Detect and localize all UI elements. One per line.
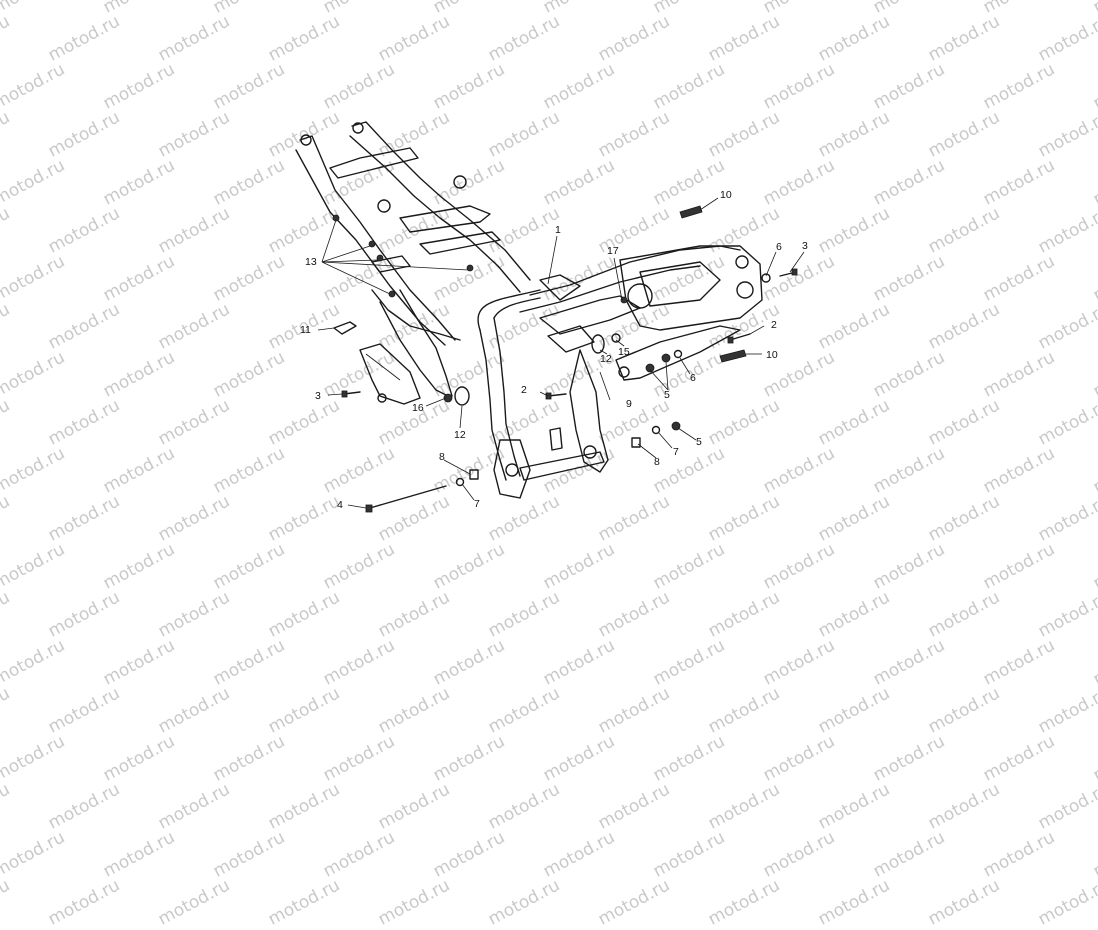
clip-part-13-d (388, 290, 396, 298)
callout-12-left: 12 (454, 429, 466, 441)
watermark-text: motod.ru (265, 875, 344, 930)
loose-parts (332, 205, 798, 513)
bracket-part-11 (333, 321, 357, 335)
clip-part-13-b (368, 240, 376, 248)
washer-part-7-a (651, 425, 661, 435)
spacer-part-8-a (631, 437, 641, 448)
pad-part-10-right (719, 349, 747, 363)
callout-13: 13 (305, 256, 317, 268)
frame-exploded-diagram: 1 2 2 3 3 4 5 5 6 6 7 7 8 8 9 10 10 11 1… (295, 121, 808, 513)
watermark-text: motod.ru (375, 875, 454, 930)
ring-part-12-b (454, 386, 470, 406)
watermark-text: motod.ru (100, 827, 179, 882)
watermark-text: motod.ru (430, 827, 509, 882)
callout-16: 16 (412, 402, 424, 414)
watermark-text: motod.ru (705, 875, 784, 930)
callout-7-right: 7 (673, 446, 679, 458)
watermark-text: motod.ru (540, 827, 619, 882)
watermark-text: motod.ru (1035, 875, 1098, 930)
nut-part-5-b (661, 353, 671, 363)
watermark-text: motod.ru (815, 875, 894, 930)
watermark-text: motod.ru (595, 875, 674, 930)
callout-6-top: 6 (776, 241, 782, 253)
watermark-text: motod.ru (210, 827, 289, 882)
callout-5-center: 5 (664, 389, 670, 401)
watermark-text: motod.ru (0, 827, 69, 882)
washer-part-7-b (455, 477, 465, 487)
watermark-text: motod.ru (1090, 827, 1098, 882)
callout-10-top: 10 (720, 189, 732, 201)
watermark-text: motod.ru (925, 875, 1004, 930)
callout-1: 1 (555, 224, 561, 236)
watermark-text: motod.ru (45, 875, 124, 930)
callout-17: 17 (607, 245, 619, 257)
callout-11: 11 (300, 324, 311, 336)
callout-labels: 1 2 2 3 3 4 5 5 6 6 7 7 8 8 9 10 10 11 1… (300, 189, 808, 511)
spacer-part-8-b (469, 469, 479, 480)
ring-part-12-a (591, 334, 605, 354)
grommet-part-15 (611, 333, 621, 343)
watermark-text: motod.ru (980, 827, 1059, 882)
callout-3-left: 3 (315, 390, 321, 402)
callout-3-right: 3 (802, 240, 808, 252)
main-frame (295, 121, 763, 499)
watermark-text: motod.ru (155, 875, 234, 930)
leader-lines (317, 197, 805, 509)
callout-8-right: 8 (654, 456, 660, 468)
callout-7-left: 7 (474, 498, 480, 510)
callout-4: 4 (337, 499, 343, 511)
watermark-text: motod.ru (760, 827, 839, 882)
watermark-text: motod.ru (320, 827, 399, 882)
grommet-part-16 (443, 393, 453, 403)
callout-12-right: 12 (600, 353, 612, 365)
watermark-text: motod.ru (0, 875, 14, 930)
nut-part-5-a (645, 363, 655, 373)
clip-part-13-e (466, 264, 474, 272)
washer-part-6-a (761, 273, 771, 283)
watermark-text: motod.ru (650, 827, 729, 882)
callout-2-left: 2 (521, 384, 527, 396)
callout-2-right: 2 (771, 319, 777, 331)
callout-8-left: 8 (439, 451, 445, 463)
pad-part-10-top (679, 205, 703, 219)
clip-part-13-c (376, 254, 384, 262)
watermark-text: motod.ru (485, 875, 564, 930)
callout-9: 9 (626, 398, 632, 410)
washer-part-6-b (673, 349, 683, 359)
callout-6-mid: 6 (690, 372, 696, 384)
clip-part-17 (620, 296, 628, 304)
callout-10-right: 10 (766, 349, 778, 361)
watermark-text: motod.ru (870, 827, 949, 882)
callout-15: 15 (618, 346, 630, 358)
callout-5-lower: 5 (696, 436, 702, 448)
bolt-part-4 (369, 485, 447, 509)
